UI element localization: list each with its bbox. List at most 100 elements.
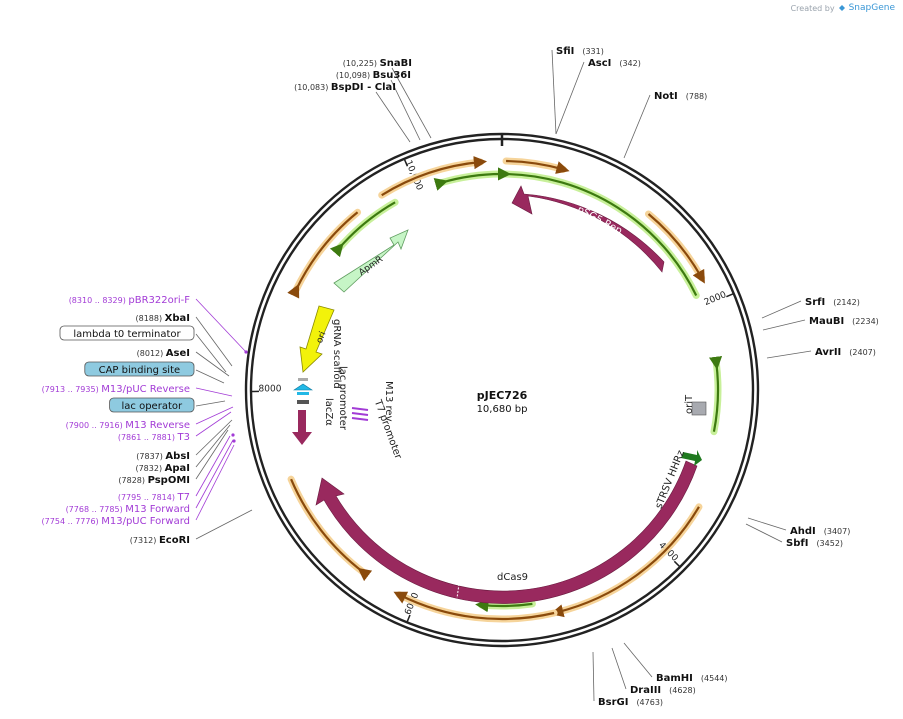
site-name-NotI: NotI: [654, 91, 678, 102]
site-SfiI: SfiI(331): [556, 46, 604, 57]
name-AbsI: AbsI: [165, 451, 190, 462]
leader-pBR322ori-F: [195, 298, 247, 353]
label-M13-Forward: (7768 .. 7785) M13 Forward: [66, 504, 190, 515]
pos-M13-Forward: (7768 .. 7785): [66, 505, 126, 514]
orange-track-lower-left[interactable]: [290, 478, 373, 582]
pos-M13-pUC-Forward: (7754 .. 7776): [42, 517, 102, 526]
label-T7: (7795 .. 7814) T7: [118, 492, 190, 503]
pos-EcoRI: (7312): [130, 536, 159, 545]
label-AbsI: (7837) AbsI: [136, 451, 190, 462]
leader-M13-pUC-Forward: [195, 444, 235, 521]
tick-2000: [726, 292, 735, 298]
pos-T3: (7861 .. 7881): [118, 433, 178, 442]
snapgene-logo-icon: [838, 5, 845, 11]
site-name-MauBI: MauBI: [809, 316, 844, 327]
cap-site-mark: [297, 392, 309, 395]
pos-PspOMI: (7828): [118, 476, 147, 485]
orange-track-bottom[interactable]: [393, 591, 555, 621]
leader-M13-pUC-Reverse: [195, 387, 233, 397]
site-pos-SnaBI: (10,225): [343, 59, 380, 68]
site-name-SbfI: SbfI: [786, 538, 808, 549]
label-layer: SfiI(331)AscI(342)NotI(788)SrfI(2142)Mau…: [42, 46, 879, 708]
pos-T7: (7795 .. 7814): [118, 493, 178, 502]
green-track-right-mid[interactable]: [708, 356, 723, 432]
primer-dot-1: [231, 433, 235, 437]
name-EcoRI: EcoRI: [159, 535, 190, 546]
oriT-label: oriT: [684, 394, 695, 414]
leader-DraIII: [611, 647, 627, 690]
m13-rev-mark: [351, 407, 369, 411]
lac-promoter-label: lac promoter: [337, 366, 348, 431]
ori-arrow[interactable]: [299, 305, 335, 373]
pos-XbaI: (8188): [136, 314, 165, 323]
site-pos-AvrII: (2407): [849, 348, 876, 357]
pos-ApaI: (7832): [135, 464, 164, 473]
ApmR-label: ApmR: [357, 254, 385, 278]
leader-AhdI: [747, 517, 787, 531]
label-M13-Reverse: (7900 .. 7916) M13 Reverse: [66, 420, 190, 431]
site-pos-NotI: (788): [686, 92, 708, 101]
lac-promoter-arrow[interactable]: [293, 383, 313, 391]
site-pos-BsrGI: (4763): [636, 698, 663, 707]
leader-AbsI: [195, 419, 233, 456]
box-lac-operator: [109, 397, 195, 413]
orange-track-lower-right[interactable]: [550, 506, 700, 618]
t7-promoter-mark: [351, 412, 369, 416]
leader-AseI: [195, 351, 230, 377]
leader-BsrGI: [592, 651, 595, 702]
oriT-box[interactable]: [691, 401, 707, 416]
leader-Bsu36I: [390, 79, 421, 141]
dCas9-arrow[interactable]: [315, 460, 698, 604]
site-name-Bsu36I: Bsu36I: [373, 70, 411, 81]
box-CAP-binding-site: [84, 361, 195, 377]
site-pos-SrfI: (2142): [833, 298, 860, 307]
dCas9-label: dCas9: [497, 572, 528, 583]
leader-MauBI: [762, 319, 806, 331]
green-track-right[interactable]: [497, 167, 698, 296]
site-SnaBI: (10,225) SnaBI: [343, 58, 412, 69]
leader-AvrII: [766, 350, 812, 359]
leader-SrfI: [761, 300, 802, 319]
orange-track-top-left[interactable]: [381, 156, 488, 197]
site-NotI: NotI (788): [654, 91, 707, 102]
green-track-bottom[interactable]: [475, 599, 533, 613]
label-T3: (7861 .. 7881) T3: [118, 432, 190, 443]
orange-track-top-right[interactable]: [506, 159, 570, 174]
lac-operator-mark: [297, 400, 309, 404]
plasmid-size: 10,680 bp: [477, 404, 528, 415]
tick-label-2000: 2000: [703, 290, 728, 308]
feature-tracks: [287, 156, 723, 623]
label-pBR322ori-F: (8310 .. 8329) pBR322ori-F: [69, 295, 191, 306]
leader-M13-Reverse: [195, 406, 234, 425]
green-track-upper-left[interactable]: [329, 201, 396, 258]
site-name-AscI: AscI: [588, 58, 611, 69]
leader-lac-operator: [195, 400, 226, 407]
leader-SfiI: [551, 49, 557, 135]
pos-pBR322ori-F: (8310 .. 8329): [69, 296, 129, 305]
snapgene-credit: Created by SnapGene: [791, 3, 895, 13]
orange-track-right[interactable]: [647, 213, 705, 284]
leader-PspOMI: [195, 429, 229, 480]
label-lac-operator: lac operator: [122, 401, 183, 412]
site-pos-BspDI: (10,083): [294, 83, 331, 92]
sTRSV-HHRz-arrow[interactable]: [681, 450, 702, 466]
name-PspOMI: PspOMI: [148, 475, 190, 486]
plasmid-name: pJEC726: [477, 389, 528, 402]
ApmR-arrow[interactable]: [333, 229, 409, 293]
credit-brand: SnapGene: [848, 3, 895, 13]
leader-XbaI: [195, 316, 233, 367]
site-DraIII: DraIII(4628): [630, 685, 696, 696]
pSG5-rep-arrow[interactable]: [511, 185, 665, 273]
leader-T3: [195, 411, 232, 437]
orange-track-left[interactable]: [287, 211, 359, 299]
terminator-mark: [298, 378, 308, 381]
ori-label: ori: [315, 330, 329, 345]
site-pos-SbfI: (3452): [816, 539, 843, 548]
leader-AscI: [555, 61, 585, 135]
lacZa-arrow[interactable]: [292, 410, 312, 445]
leader-T7: [195, 435, 231, 497]
pos-M13-Reverse: (7900 .. 7916): [66, 421, 126, 430]
leader-CAP-binding-site: [195, 369, 225, 384]
site-pos-MauBI: (2234): [852, 317, 879, 326]
